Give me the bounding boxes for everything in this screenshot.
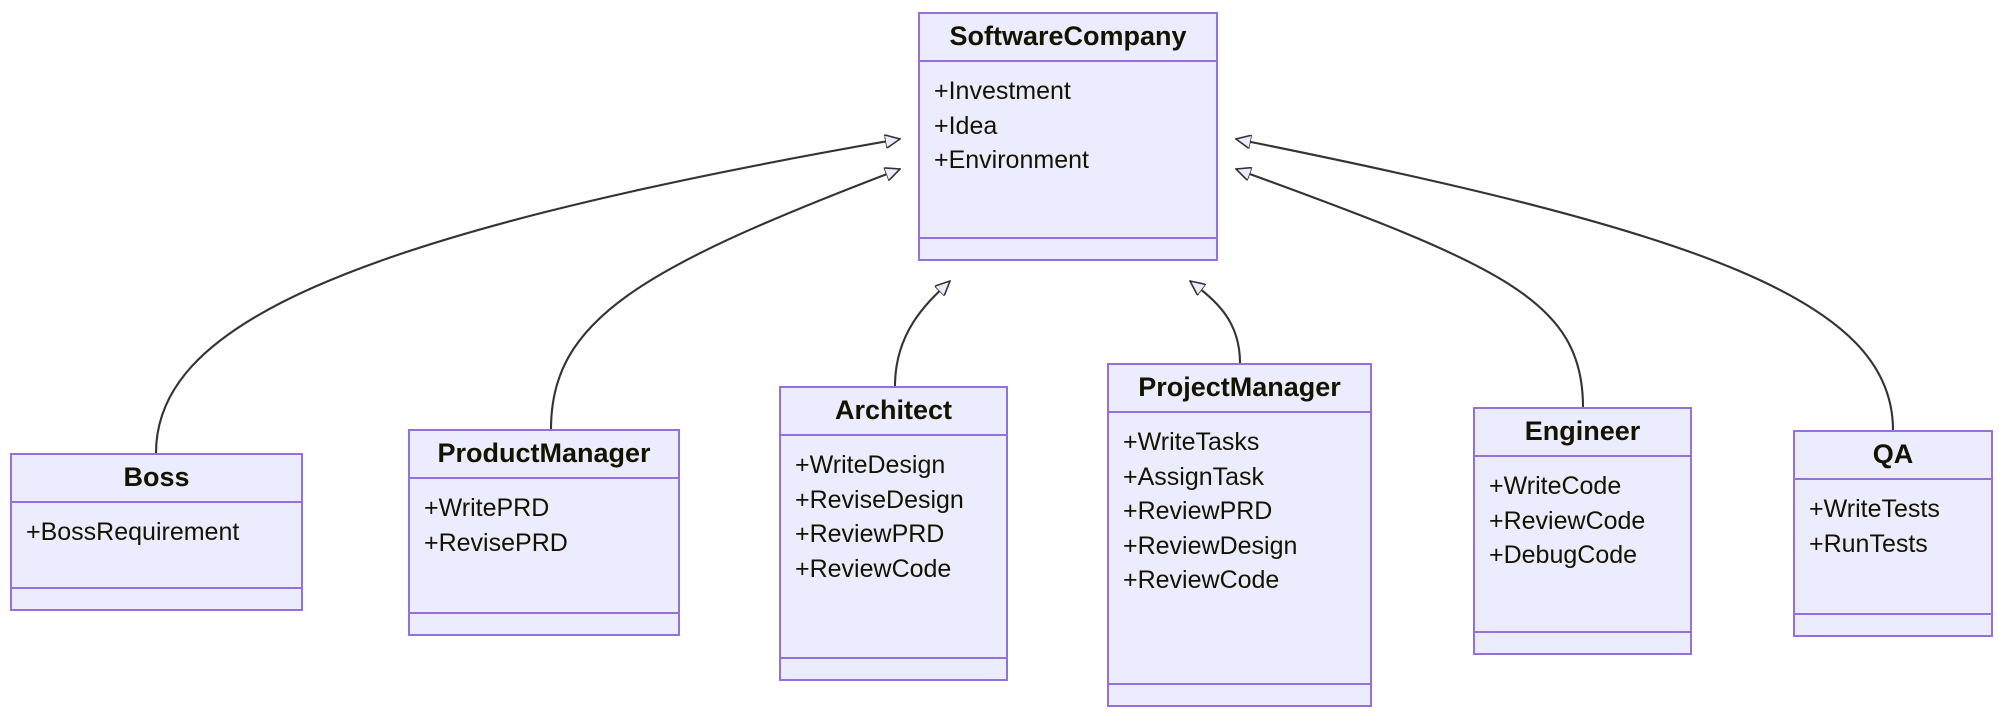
class-attribute: +BossRequirement xyxy=(26,518,240,547)
class-attributes-boss: +BossRequirement xyxy=(12,503,301,589)
class-attribute: +RevisePRD xyxy=(424,528,568,557)
class-title-boss: Boss xyxy=(12,455,301,504)
class-methods-boss xyxy=(12,589,301,609)
class-box-project-manager[interactable]: ProjectManager +WriteTasks +AssignTask +… xyxy=(1107,363,1372,707)
class-attribute: +Investment xyxy=(934,77,1071,106)
class-attribute: +DebugCode xyxy=(1489,541,1638,570)
class-methods-engineer xyxy=(1475,633,1690,653)
class-attributes-architect: +WriteDesign +ReviseDesign +ReviewPRD +R… xyxy=(781,436,1006,659)
class-methods-architect xyxy=(781,659,1006,679)
class-title-qa: QA xyxy=(1795,432,1991,481)
class-attribute: +ReviewPRD xyxy=(795,520,945,549)
class-attribute: +WriteTasks xyxy=(1123,428,1260,457)
class-attribute: +WriteCode xyxy=(1489,472,1622,501)
class-title-product-manager: ProductManager xyxy=(410,431,678,480)
class-title-project-manager: ProjectManager xyxy=(1109,365,1370,414)
class-attributes-qa: +WriteTests +RunTests xyxy=(1795,480,1991,615)
class-attribute: +ReviseDesign xyxy=(795,485,964,514)
class-attribute: +ReviewCode xyxy=(1489,506,1646,535)
class-attribute: +AssignTask xyxy=(1123,462,1265,491)
class-attribute: +ReviewPRD xyxy=(1123,497,1273,526)
class-attribute: +ReviewCode xyxy=(795,554,952,583)
edge-architect-to-company xyxy=(893,281,950,387)
class-attributes-engineer: +WriteCode +ReviewCode +DebugCode xyxy=(1475,457,1690,633)
class-attribute: +Environment xyxy=(934,146,1089,175)
class-box-qa[interactable]: QA +WriteTests +RunTests xyxy=(1793,430,1993,637)
class-attribute: +WriteDesign xyxy=(795,451,946,480)
class-attributes-product-manager: +WritePRD +RevisePRD xyxy=(410,479,678,614)
class-title-architect: Architect xyxy=(781,388,1006,437)
edge-project-manager-to-company xyxy=(1190,281,1242,364)
class-box-boss[interactable]: Boss +BossRequirement xyxy=(10,453,303,611)
class-attribute: +ReviewDesign xyxy=(1123,531,1298,560)
class-box-architect[interactable]: Architect +WriteDesign +ReviseDesign +Re… xyxy=(779,386,1008,681)
class-box-engineer[interactable]: Engineer +WriteCode +ReviewCode +DebugCo… xyxy=(1473,407,1692,655)
class-title-software-company: SoftwareCompany xyxy=(920,14,1216,63)
class-attribute: +WritePRD xyxy=(424,494,550,523)
class-attribute: +RunTests xyxy=(1809,529,1928,558)
class-attribute: +ReviewCode xyxy=(1123,566,1280,595)
class-box-software-company[interactable]: SoftwareCompany +Investment +Idea +Envir… xyxy=(918,12,1218,261)
class-methods-qa xyxy=(1795,615,1991,635)
class-attribute: +WriteTests xyxy=(1809,495,1940,524)
class-methods-software-company xyxy=(920,239,1216,259)
class-methods-project-manager xyxy=(1109,685,1370,705)
class-title-engineer: Engineer xyxy=(1475,409,1690,458)
class-attributes-project-manager: +WriteTasks +AssignTask +ReviewPRD +Revi… xyxy=(1109,413,1370,685)
class-attributes-software-company: +Investment +Idea +Environment xyxy=(920,62,1216,239)
class-box-product-manager[interactable]: ProductManager +WritePRD +RevisePRD xyxy=(408,429,680,636)
class-attribute: +Idea xyxy=(934,111,998,140)
class-methods-product-manager xyxy=(410,614,678,634)
